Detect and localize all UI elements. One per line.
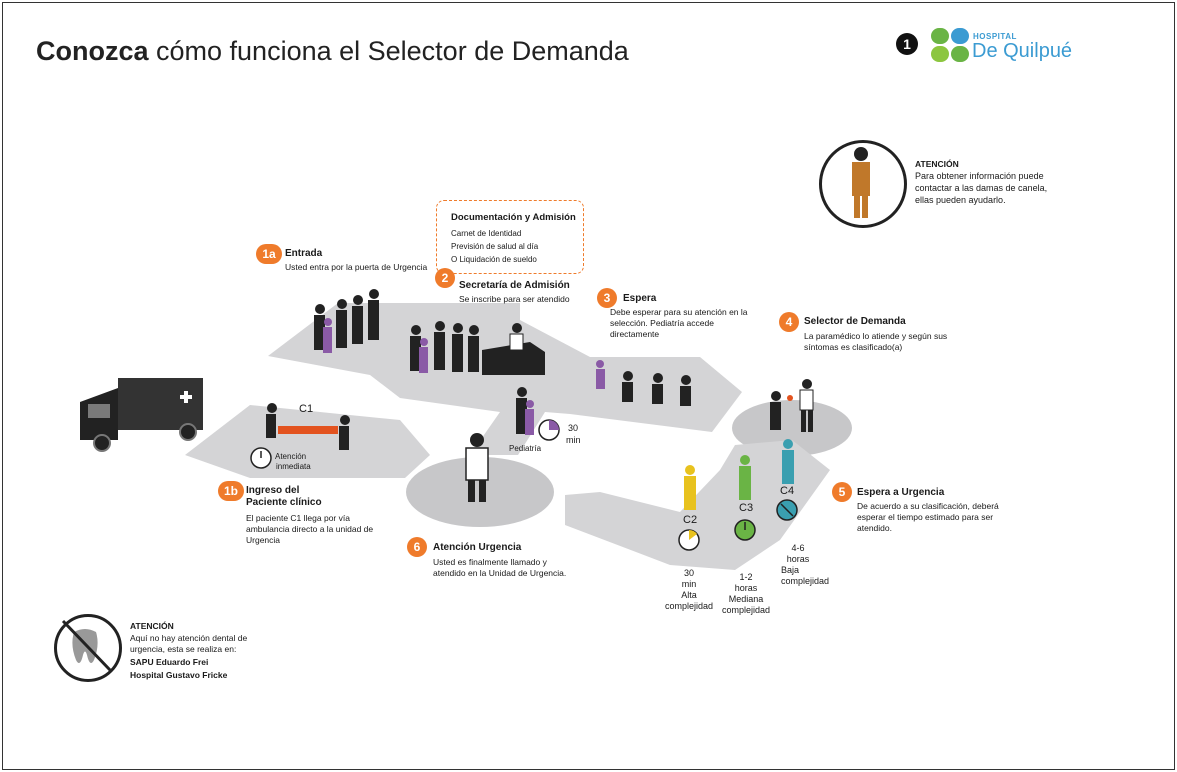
step-1a-title: Entrada (285, 248, 323, 259)
pediatrics-clock-icon (538, 419, 560, 441)
c3-patient-figure (739, 455, 751, 500)
admission-people-figures (410, 321, 479, 373)
triage-platform (732, 400, 852, 456)
step-1b-text-2: ambulancia directo a la unidad de (246, 524, 374, 534)
c2-time-2: min (681, 579, 697, 589)
c4-label: C4 (780, 485, 795, 497)
c3-time-1: 1-2 (739, 572, 753, 582)
c4-time-1: 4-6 (791, 543, 805, 553)
documentation-item: Previsión de salud al día (451, 242, 539, 251)
step-4-text-2: síntomas es clasificado(a) (804, 342, 903, 352)
step-6-text-1: Usted es finalmente llamado y (433, 557, 547, 567)
dental-text-1: Aquí no hay atención dental de (130, 633, 248, 643)
immediate-attention-label-1: Atención (275, 452, 307, 461)
c4-clock-icon (776, 499, 798, 521)
entrance-people-figures (314, 289, 379, 353)
step-4-title: Selector de Demanda (804, 316, 906, 327)
attention-staff-text-1: Para obtener información puede (915, 171, 1044, 181)
pediatrics-figures (516, 387, 534, 435)
waiting-room-figures (596, 360, 691, 406)
pediatrics-label: Pediatría (509, 444, 542, 453)
step-1b-title-1: Ingreso del (246, 485, 300, 496)
doctor-figure (465, 433, 489, 502)
step-1a-text: Usted entra por la puerta de Urgencia (285, 262, 428, 272)
step-5-title: Espera a Urgencia (857, 487, 945, 498)
c2-patient-figure (684, 465, 696, 510)
step-6-title: Atención Urgencia (433, 542, 522, 553)
c2-label: C2 (683, 514, 698, 526)
ambulance-icon (80, 378, 203, 452)
step-4-text-1: La paramédico lo atiende y según sus (804, 331, 948, 341)
attention-staff-text-3: ellas pueden ayudarlo. (915, 195, 1006, 205)
attention-staff-text-2: contactar a las damas de canela, (915, 183, 1048, 193)
logo-hospital-label: HOSPITAL (973, 32, 1017, 41)
page-number-badge: 1 (896, 33, 918, 55)
pediatrics-time-1: 30 (568, 423, 579, 433)
pediatrics-time-2: min (566, 435, 581, 445)
c3-time-3: Mediana (728, 594, 764, 604)
c3-clock-icon (734, 519, 756, 541)
step-5-text-1: De acuerdo a su clasificación, deberá (857, 501, 999, 511)
c3-label: C3 (739, 502, 754, 514)
immediate-attention-clock-icon (250, 447, 272, 469)
step-2-title: Secretaría de Admisión (459, 280, 570, 291)
step-1b-badge: 1b (218, 481, 244, 501)
step-6-text-2: atendido en la Unidad de Urgencia. (433, 568, 567, 578)
stretcher-team-figures (266, 403, 350, 450)
dental-text-2: urgencia, esta se realiza en: (130, 644, 237, 654)
ambulance-ramp-floor (185, 405, 430, 478)
step-2-text: Se inscribe para ser atendido (459, 294, 570, 304)
documentation-item: Carnet de Identidad (451, 229, 522, 238)
step-3-text-2: selección. Pediatría accede (610, 318, 714, 328)
c4-time-4: complejidad (781, 576, 830, 586)
dental-place-1: SAPU Eduardo Frei (130, 657, 209, 667)
page-title: Conozca cómo funciona el Selector de Dem… (36, 36, 629, 66)
c4-time-2: horas (786, 554, 810, 564)
logo-hospital-name: De Quilpué (972, 40, 1073, 62)
c2-clock-icon (678, 529, 700, 551)
attention-staff-circle (819, 140, 907, 228)
step-6-badge: 6 (407, 537, 427, 557)
step-3-text-3: directamente (610, 329, 660, 339)
urgency-wait-path (565, 440, 830, 570)
step-3-title: Espera (623, 293, 657, 304)
step-1b-text-3: Urgencia (246, 535, 281, 545)
dental-circle (54, 614, 122, 682)
step-4-badge: 4 (779, 312, 799, 332)
c2-time-4: complejidad (664, 601, 714, 611)
c1-label: C1 (299, 403, 314, 415)
step-1b-title-2: Paciente clínico (246, 497, 322, 508)
dental-place-2: Hospital Gustavo Fricke (130, 670, 228, 680)
dental-title: ATENCIÓN (130, 621, 174, 631)
c3-time-4: complejidad (721, 605, 771, 615)
step-2-badge: 2 (435, 268, 455, 288)
c4-time-3: Baja (781, 565, 800, 575)
attention-staff-title: ATENCIÓN (915, 159, 959, 169)
immediate-attention-label-2: inmediata (276, 462, 311, 471)
admission-desk-icon (482, 323, 545, 375)
c2-time-1: 30 (683, 568, 694, 578)
c4-patient-figure (782, 439, 794, 484)
triage-figures (770, 379, 814, 432)
hospital-logo-icon (931, 28, 969, 62)
step-1b-text-1: El paciente C1 llega por vía (246, 513, 350, 523)
c2-time-3: Alta (681, 590, 697, 600)
c3-time-2: horas (734, 583, 758, 593)
entrance-corridor-floor (268, 303, 742, 455)
step-5-badge: 5 (832, 482, 852, 502)
documentation-title: Documentación y Admisión (451, 212, 576, 223)
step-5-text-2: esperar el tiempo estimado para ser (857, 512, 994, 522)
documentation-item: O Liquidación de sueldo (451, 255, 537, 264)
step-1a-badge: 1a (256, 244, 282, 264)
documentation-box: Documentación y Admisión Carnet de Ident… (436, 200, 584, 274)
step-5-text-3: atendido. (857, 523, 892, 533)
step-3-text-1: Debe esperar para su atención en la (610, 307, 748, 317)
step-3-badge: 3 (597, 288, 617, 308)
